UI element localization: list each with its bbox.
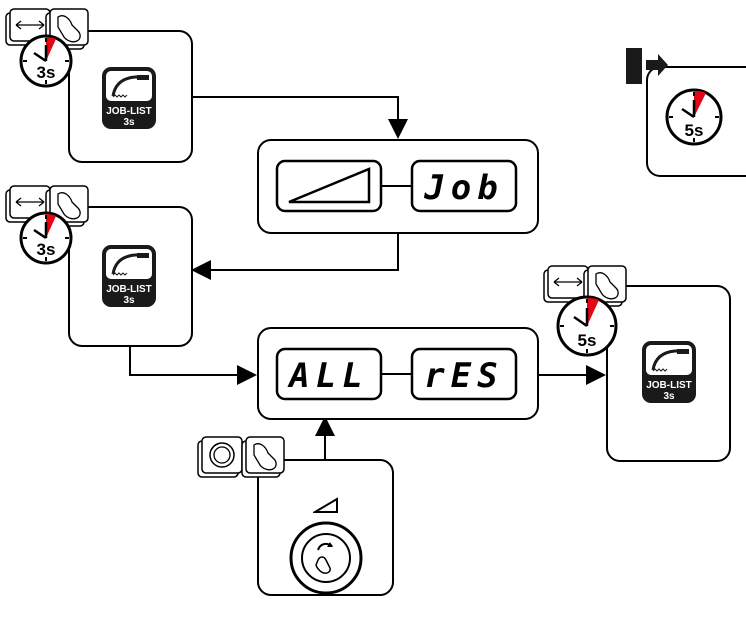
timer-clock-icon: 3s: [19, 211, 73, 265]
svg-text:JOB-LIST: JOB-LIST: [106, 284, 152, 295]
svg-text:3s: 3s: [123, 295, 135, 306]
svg-text:3s: 3s: [663, 391, 675, 402]
svg-text:3s: 3s: [37, 63, 56, 82]
svg-text:5s: 5s: [578, 331, 597, 350]
arrow-box2-to-reset-display: [129, 345, 257, 385]
svg-text:5s: 5s: [685, 121, 704, 140]
job-list-icon: JOB-LIST 3s: [642, 341, 696, 403]
svg-text:3s: 3s: [37, 240, 56, 259]
display-text-all: ALL: [287, 356, 368, 396]
timer-clock-icon: 5s: [665, 88, 723, 146]
arrow-box1-to-job-display: [191, 96, 408, 139]
press-hold-icon: [543, 265, 627, 307]
ramp-icon: [288, 167, 371, 204]
svg-text:3s: 3s: [123, 117, 135, 128]
rotate-knob-touch-icon: [197, 436, 285, 478]
svg-text:JOB-LIST: JOB-LIST: [106, 106, 152, 117]
display-text-res: rES: [424, 356, 503, 396]
arrow-job-display-to-box2: [191, 232, 399, 280]
exit-icon: [626, 48, 668, 84]
seven-seg-right: [410, 159, 518, 213]
step-box-2: [68, 206, 193, 347]
rotary-knob-icon: [289, 521, 363, 595]
display-panel-job: Job: [257, 139, 539, 234]
job-list-icon: JOB-LIST 3s: [102, 67, 156, 129]
display-panel-reset: ALL rES: [257, 327, 539, 420]
timer-clock-icon: 5s: [556, 295, 618, 357]
timer-clock-icon: 3s: [19, 34, 73, 88]
svg-text:JOB-LIST: JOB-LIST: [646, 380, 692, 391]
display-text-job: Job: [423, 168, 503, 208]
job-list-icon: JOB-LIST 3s: [102, 245, 156, 307]
ramp-icon: [313, 497, 338, 513]
